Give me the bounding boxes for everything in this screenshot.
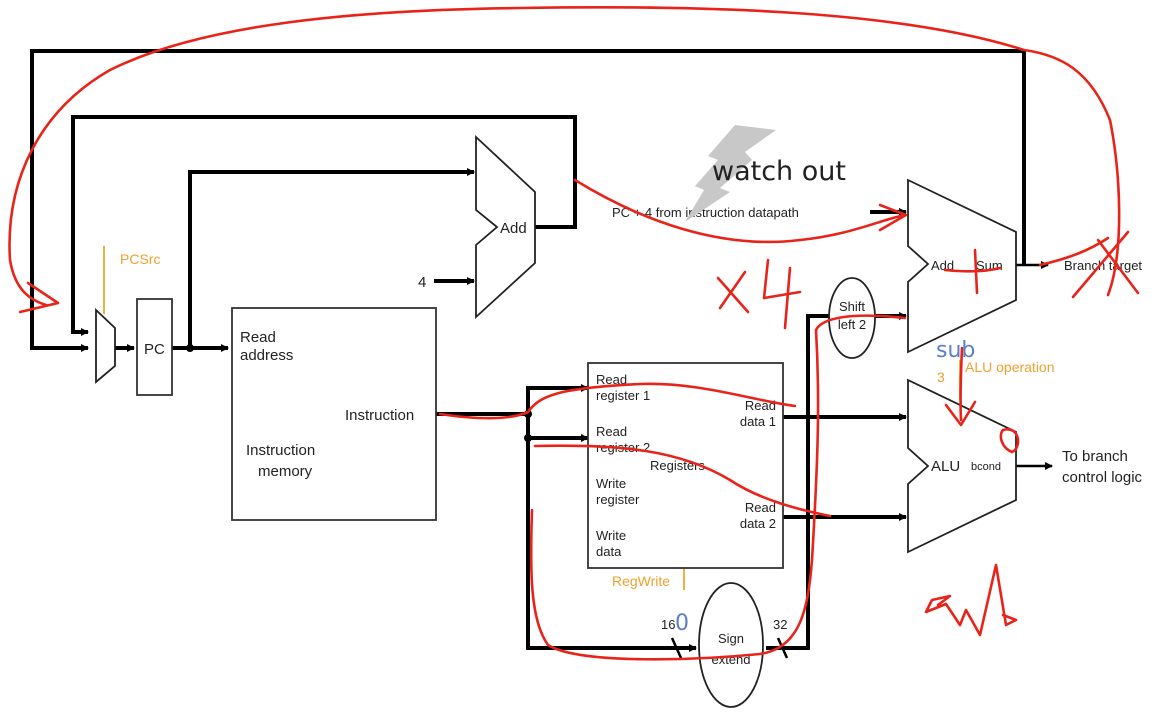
rd2-label-2: data 2 <box>740 516 776 531</box>
shift-label-2: left 2 <box>838 317 866 332</box>
ink-branch-cross <box>1038 230 1140 299</box>
ink-blue-zero: 0 <box>675 611 689 636</box>
pc-adder <box>475 134 536 320</box>
bcond-label: bcond <box>971 461 1001 473</box>
rd2-label: Read <box>745 500 776 515</box>
ink-feedback-arc <box>8 5 1121 314</box>
ink-signature <box>924 563 1018 637</box>
imem-name-2: memory <box>258 463 313 480</box>
junction-dot <box>524 434 532 442</box>
bus-width-tick <box>670 637 683 659</box>
regwrite-label: RegWrite <box>612 573 670 589</box>
junction-dot <box>186 344 194 352</box>
wr-label-2: register <box>596 492 640 507</box>
pc4-note-label: PC + 4 from instruction datapath <box>612 205 799 220</box>
rr1-label: Read <box>596 372 627 387</box>
pc-mux <box>95 307 116 384</box>
in-width-label: 16 <box>661 617 675 632</box>
bus-width-tick <box>776 637 789 659</box>
imem-instruction-label: Instruction <box>345 407 414 424</box>
ink-zero-value <box>999 428 1020 454</box>
ink-sub-annotation: sub <box>936 338 975 363</box>
ink-pc4-path <box>573 178 908 244</box>
alu-label: ALU <box>931 458 960 475</box>
alu-op-width-label: 3 <box>937 369 945 385</box>
rd1-label-2: data 1 <box>740 414 776 429</box>
ink-signext-loop <box>529 314 907 661</box>
pc-plus4-feedback-wire <box>71 115 577 336</box>
lightning-bolt-icon <box>685 125 776 222</box>
rr2-label: Read <box>596 424 627 439</box>
ink-instruction-path <box>438 382 797 420</box>
pc-to-adder-wire <box>188 168 475 348</box>
pc-label: PC <box>144 341 165 358</box>
shift-label: Shift <box>839 299 865 314</box>
alu-operation-label: ALU operation <box>965 359 1055 375</box>
instr-to-signext-wire <box>526 438 697 652</box>
wd-label-2: data <box>596 544 622 559</box>
wr-label: Write <box>596 476 626 491</box>
alu <box>907 378 1017 554</box>
sign-extend-unit <box>698 582 764 708</box>
imem-name-1: Instruction <box>246 442 315 459</box>
signext-to-shift-wire <box>766 312 907 650</box>
instruction-memory <box>231 307 437 521</box>
out-width-label: 32 <box>773 617 787 632</box>
branch-adder <box>907 178 1017 354</box>
branch-target-label: Branch target <box>1064 258 1142 273</box>
pcsrc-label: PCSrc <box>120 251 160 267</box>
ink-plus-annotation <box>943 248 1002 295</box>
instr-to-rr1-wire <box>526 384 589 414</box>
const-4-label: 4 <box>418 274 426 291</box>
instr-to-rr2-wire <box>526 414 589 442</box>
imem-read-label: Read <box>240 329 276 346</box>
sign-extend-label: Sign <box>718 631 744 646</box>
wd-label: Write <box>596 528 626 543</box>
watch-out-callout: watch out <box>712 156 846 187</box>
ink-instruction-path-2 <box>533 444 832 518</box>
pc-register <box>136 298 173 396</box>
alu-output-label-2: control logic <box>1062 469 1143 486</box>
pc-adder-label: Add <box>500 220 527 237</box>
ink-x4-annotation <box>716 258 802 330</box>
branch-target-feedback-wire <box>30 49 1026 352</box>
imem-address-label: address <box>240 347 293 364</box>
ink-alu-op-arrow <box>944 346 977 427</box>
rr1-label-2: register 1 <box>596 388 650 403</box>
alu-output-label: To branch <box>1062 448 1128 465</box>
shift-left-2-unit <box>828 277 876 359</box>
